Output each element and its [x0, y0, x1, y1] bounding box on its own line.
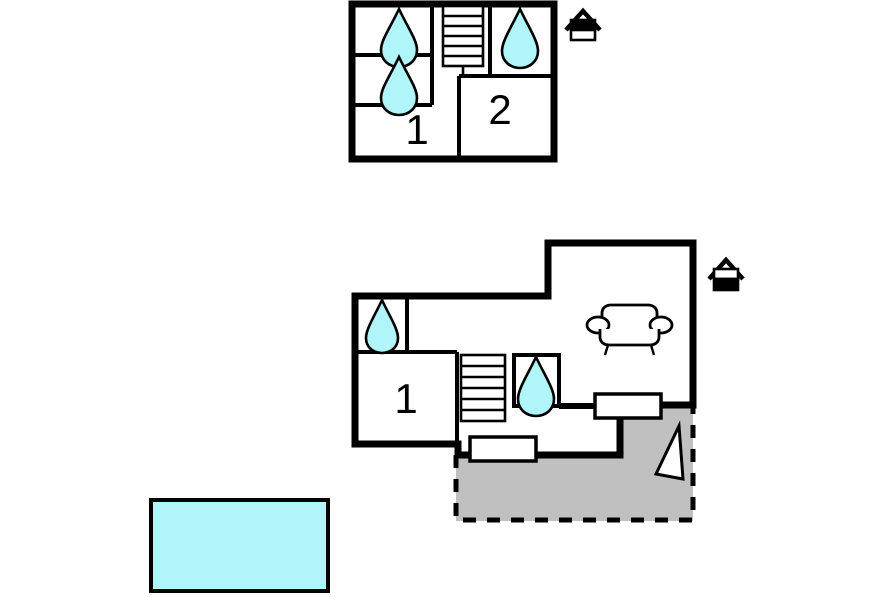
staircase-icon — [441, 4, 485, 77]
swimming-pool-shape — [149, 498, 330, 593]
staircase-icon — [459, 353, 507, 423]
terrace-dashed-border — [453, 404, 696, 523]
water-drop-icon — [379, 53, 419, 117]
door-opening-icon — [468, 435, 538, 463]
upper-level-plan: 1 2 — [348, 0, 602, 163]
water-drop-icon — [516, 353, 556, 418]
ground-level-plan: 1 — [351, 239, 745, 523]
house-icon-upper — [564, 7, 602, 42]
sofa-icon — [585, 303, 674, 356]
door-opening-icon — [593, 392, 663, 420]
room-label-upper-2: 2 — [488, 86, 511, 133]
water-drop-icon — [500, 5, 540, 70]
room-label-upper-1: 1 — [405, 106, 428, 153]
upper-level-outer-wall — [348, 0, 558, 163]
water-drop-icon — [364, 296, 400, 355]
house-icon-ground — [707, 256, 745, 292]
parasol-icon — [653, 420, 685, 481]
swimming-pool — [149, 498, 330, 593]
room-label-ground-1: 1 — [394, 375, 417, 422]
